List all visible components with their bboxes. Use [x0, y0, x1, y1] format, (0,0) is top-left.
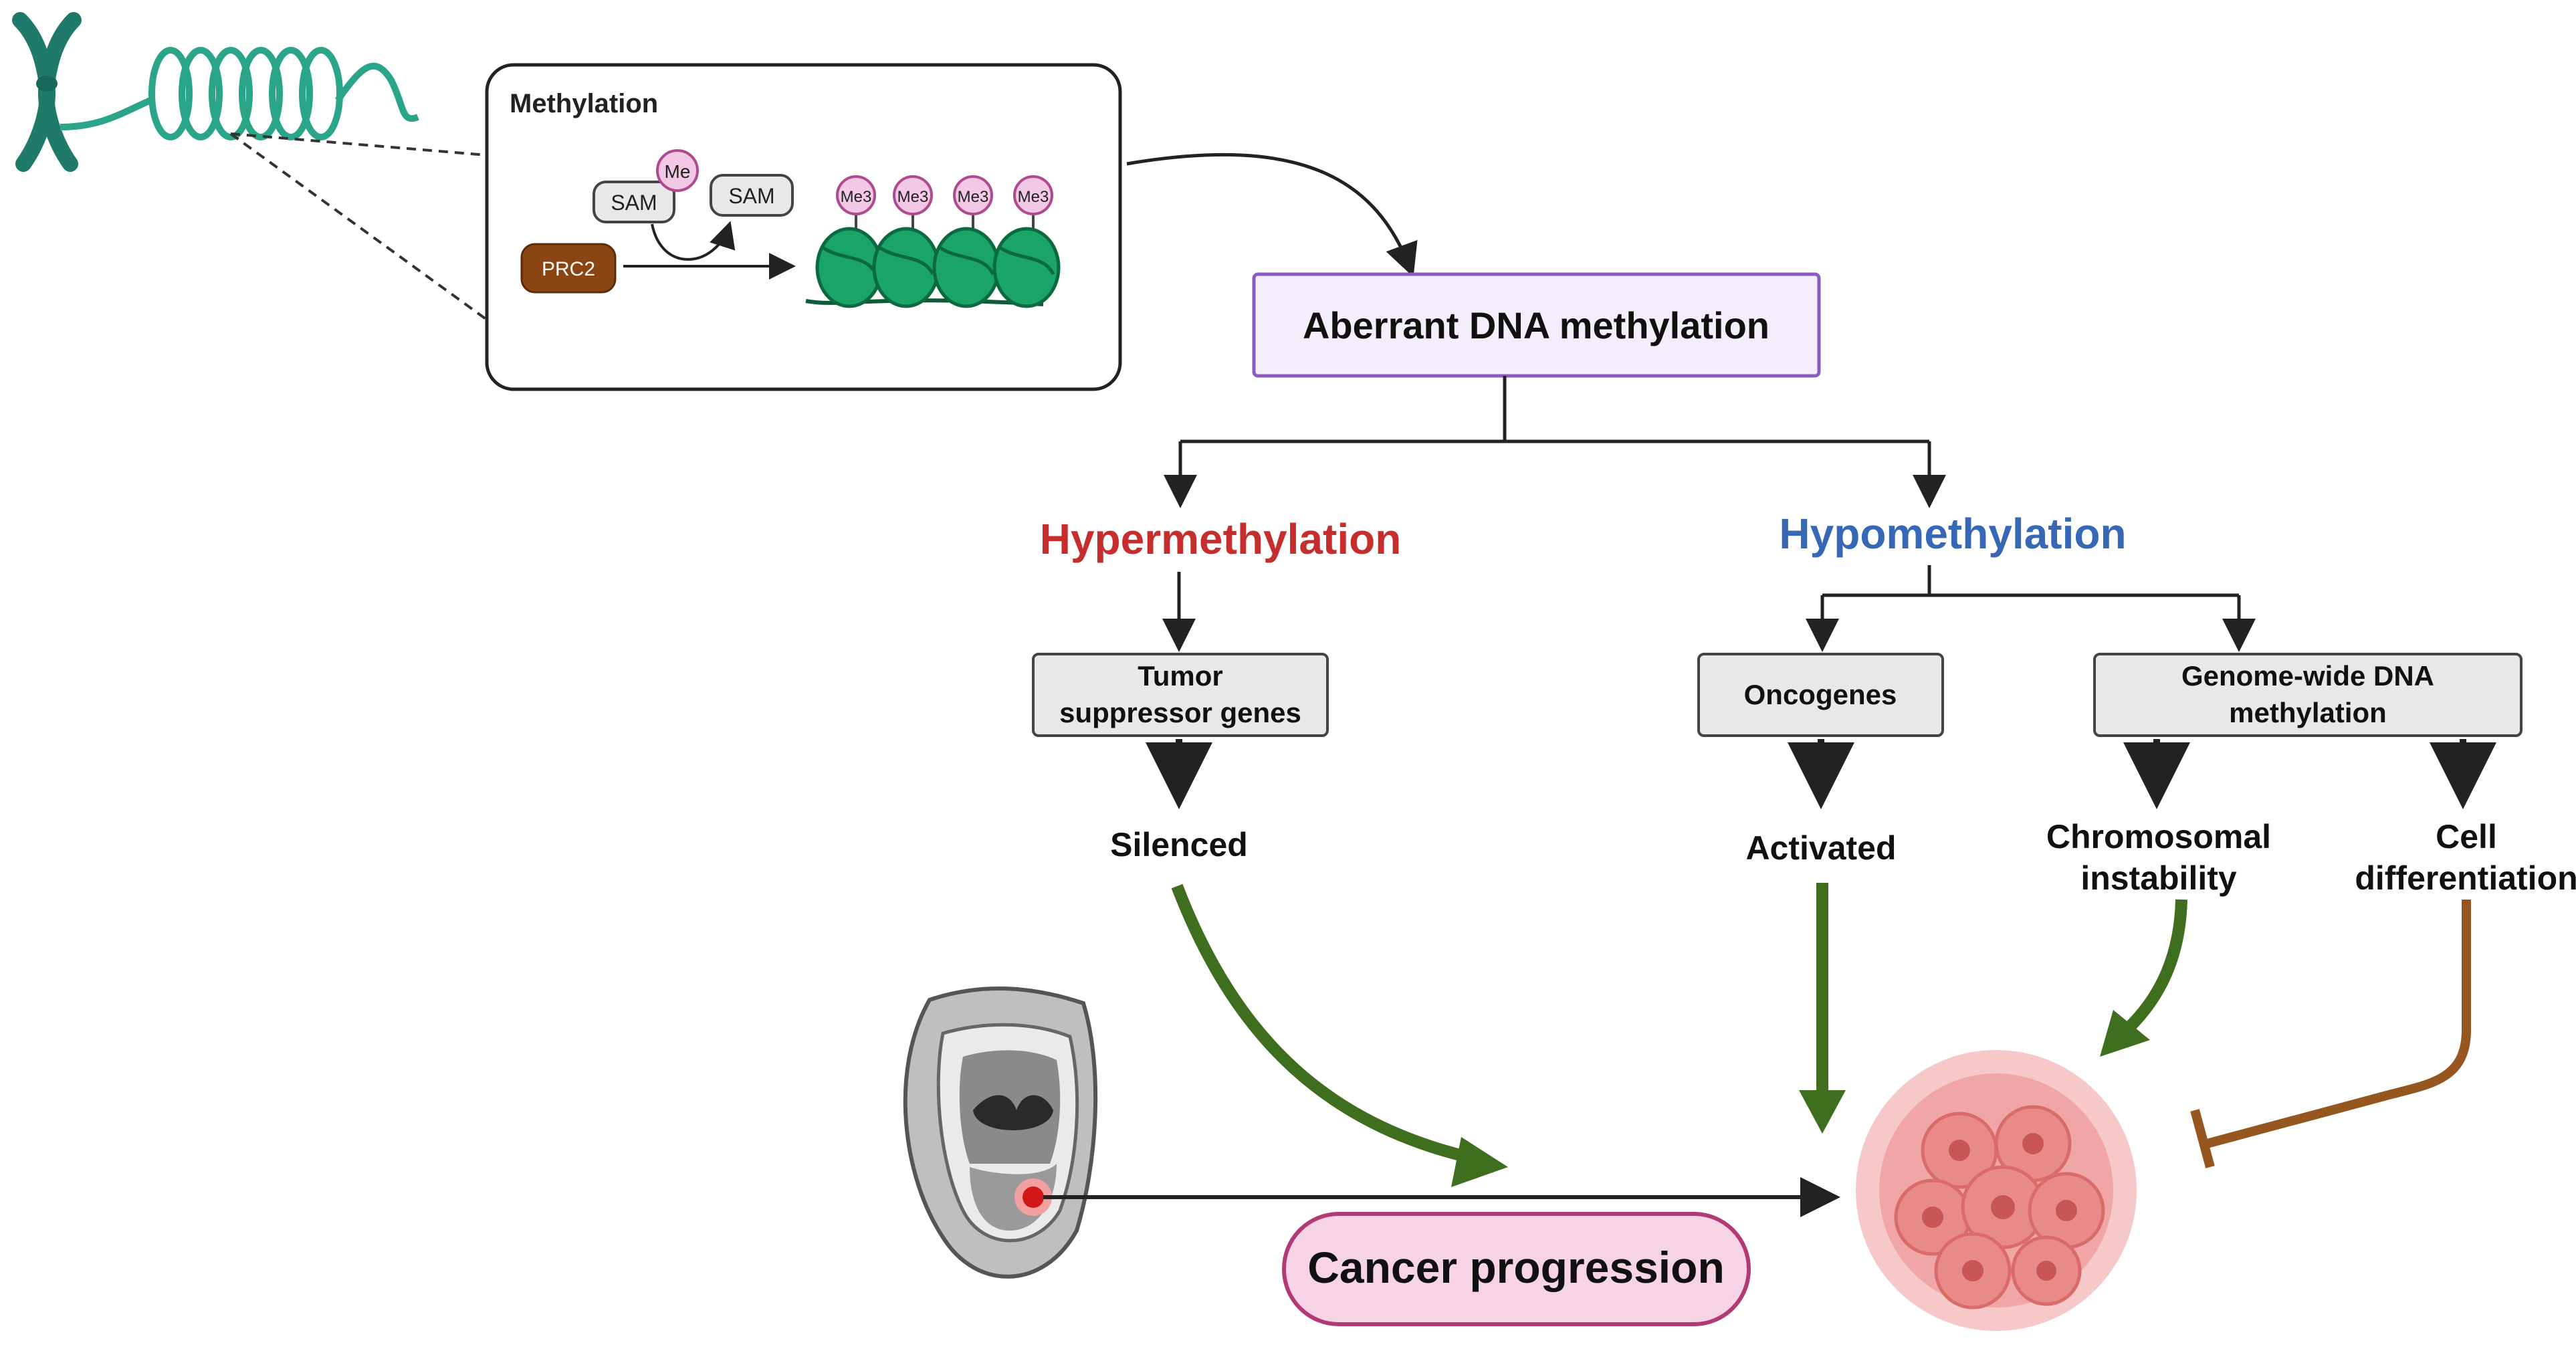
- tsg-label-line2: suppressor genes: [1059, 697, 1301, 728]
- chromosome-icon: [12, 12, 82, 172]
- dna-coil-icon: [60, 47, 419, 140]
- genome-wide-node: Genome-wide DNA methylation: [2093, 653, 2523, 737]
- tsg-node: Tumor suppressor genes: [1032, 653, 1329, 737]
- inhibition-line: [2190, 900, 2471, 1168]
- oncogenes-node: Oncogenes: [1697, 653, 1944, 737]
- sam-label: SAM: [611, 191, 657, 215]
- nucleosome: Me3: [992, 175, 1061, 308]
- genome-label-line1: Genome-wide DNA: [2181, 660, 2434, 692]
- inset-title: Methylation: [510, 89, 658, 118]
- prc2-box: [520, 243, 617, 294]
- hypomethylation-label: Hypomethylation: [1779, 510, 2126, 558]
- chromosomal-label-line1: Chromosomal: [2046, 818, 2271, 855]
- nucleosome: Me3: [815, 175, 883, 308]
- sam-out-label: SAM: [728, 184, 774, 208]
- outcome-arrows: [1146, 739, 2496, 809]
- oncogenes-label: Oncogenes: [1744, 679, 1897, 710]
- me3-label-3: Me3: [958, 188, 989, 206]
- me3-label-2: Me3: [897, 188, 929, 206]
- cell-diff-label-line2: differentiation: [2355, 859, 2576, 897]
- silenced-label: Silenced: [1110, 826, 1248, 863]
- nucleosome: Me3: [872, 175, 940, 308]
- nucleosome: Me3: [932, 175, 1000, 308]
- cancer-progression-label: Cancer progression: [1307, 1243, 1725, 1292]
- activated-label: Activated: [1745, 829, 1896, 867]
- zoom-line-bottom: [229, 132, 488, 321]
- aberrant-label: Aberrant DNA methylation: [1303, 304, 1769, 346]
- me-label: Me: [665, 161, 691, 182]
- hypermethylation-label: Hypermethylation: [1040, 515, 1402, 563]
- inset-to-aberrant-arrow: [1126, 152, 1418, 278]
- tsg-label-line1: Tumor: [1138, 660, 1223, 692]
- chromosomal-label-line2: instability: [2080, 859, 2237, 897]
- genome-label-line2: methylation: [2229, 697, 2387, 728]
- sam-out-box: [710, 174, 794, 217]
- methylation-inset: Methylation SAM Me SAM PRC2 Me3: [485, 63, 1122, 391]
- hypo-branch-connector: [1806, 565, 2256, 652]
- tumor-cells-icon: [1856, 1050, 2137, 1331]
- sam-box: [593, 181, 675, 223]
- zoom-line-top: [230, 132, 488, 156]
- me-circle: [656, 149, 699, 192]
- sam-transfer-arrow: [651, 221, 736, 261]
- me3-label-1: Me3: [841, 188, 872, 206]
- green-arrows: [1171, 883, 2187, 1187]
- cell-diff-label-line1: Cell: [2436, 818, 2497, 855]
- branch-connector: [1164, 376, 1946, 508]
- cancer-progression-node: Cancer progression: [1282, 1212, 1751, 1326]
- me3-label-4: Me3: [1018, 188, 1049, 206]
- mouth-icon: [903, 986, 1098, 1279]
- prc2-label: PRC2: [542, 258, 595, 280]
- nucleosome-array: Me3 Me3 Me3 Me3: [805, 175, 1061, 308]
- aberrant-node: Aberrant DNA methylation: [1252, 272, 1821, 378]
